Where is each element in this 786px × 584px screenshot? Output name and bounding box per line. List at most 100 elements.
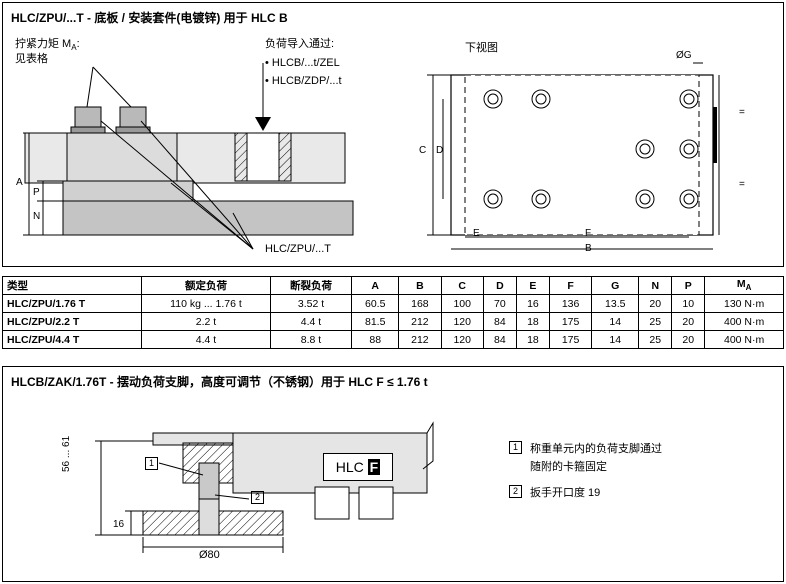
load-item-2: • HLCB/ZDP/...t [265,75,342,87]
table-cell: 20 [671,330,706,349]
mounting-hole-inner [683,93,695,105]
bolt-head-2 [119,106,147,130]
mounting-hole-inner [487,193,499,205]
table-cell: 120 [440,330,484,349]
note-2: 2 扳手开口度 19 [509,483,662,501]
table-cell: 110 kg ... 1.76 t [141,294,271,313]
table-cell: 212 [398,330,442,349]
dim-equal-2: = [739,179,745,190]
note-2-line-1: 扳手开口度 19 [530,487,601,499]
note-1-marker: 1 [509,441,522,455]
table-cell: 175 [548,312,593,331]
note-1-line-1: 称重单元内的负荷支脚通过 [530,443,662,455]
table-cell: 60.5 [351,294,400,313]
dim-equal-1: = [739,107,745,118]
load-arrow [255,117,271,131]
table-cell: 400 N·m [704,312,784,331]
table-cell: 84 [482,330,517,349]
dim-height: 56 ... 61 [61,435,72,472]
mounting-hole [679,139,699,159]
mounting-hole [679,189,699,209]
col-rated-load: 额定负荷 [141,276,271,295]
table-cell: 175 [548,330,593,349]
table-cell: 20 [671,312,706,331]
dim-f: F [585,228,592,239]
table-cell: 25 [638,312,673,331]
top-view-drawing [427,62,720,250]
hlc-f-badge: HLC F [323,453,393,481]
col-n: N [638,276,673,295]
dim-a: A [16,177,23,188]
part-label: HLC/ZPU/...T [265,243,332,255]
load-intro-label: 负荷导入通过: [265,38,335,50]
col-f: F [548,276,593,295]
base-plate [62,200,354,236]
table-cell: 81.5 [351,312,400,331]
mounting-holes [483,89,699,209]
table-cell: 13.5 [591,294,640,313]
table-cell: HLC/ZPU/1.76 T [1,294,143,313]
torque-label: 拧紧力矩 MA: [15,38,80,53]
table-cell: 18 [515,312,550,331]
col-g: G [591,276,640,295]
table-cell: 18 [515,330,550,349]
bottom-panel-title: HLCB/ZAK/1.76T - 摆动负荷支脚，高度可调节（不锈钢）用于 HLC… [11,375,428,389]
spec-table: 类型 额定负荷 断裂负荷 A B C D E F G N P MA HLC/ZP… [1,276,784,349]
table-cell: 84 [482,312,517,331]
marker-1: 1 [145,457,158,470]
table-cell: 14 [591,330,640,349]
bottom-drawing-panel: HLCB/ZAK/1.76T - 摆动负荷支脚，高度可调节（不锈钢）用于 HLC… [2,366,784,582]
mounting-hole [531,189,551,209]
table-cell: 3.52 t [269,294,353,313]
table-cell: HLC/ZPU/4.4 T [1,330,143,349]
col-break-load: 断裂负荷 [269,276,353,295]
mounting-hole-inner [535,193,547,205]
base-plate-upper [62,180,194,202]
dim-c: C [419,145,427,156]
mounting-hole [635,189,655,209]
bolt-head-1 [74,106,102,130]
table-cell: 120 [440,312,484,331]
mounting-hole-inner [683,143,695,155]
mounting-hole [679,89,699,109]
table-cell: HLC/ZPU/2.2 T [1,312,143,331]
table-cell: 4.4 t [269,312,353,331]
dim-b: B [585,243,592,254]
note-2-marker: 2 [509,485,522,499]
dim-diameter: Ø80 [199,549,220,561]
table-header-row: 类型 额定负荷 断裂负荷 A B C D E F G N P MA [1,276,784,295]
table-cell: 70 [482,294,517,313]
table-cell: 8.8 t [269,330,353,349]
mounting-hole-inner [487,93,499,105]
dim-e: E [473,228,480,239]
dim-g: ØG [676,50,692,61]
table-cell: 88 [351,330,400,349]
table-cell: 20 [638,294,673,313]
dim-n: N [33,211,41,222]
mounting-hole-inner [639,193,651,205]
dim-d: D [436,145,444,156]
top-panel-title: HLC/ZPU/...T - 底板 / 安装套件(电镀锌) 用于 HLC B [11,11,288,25]
mounting-hole [483,189,503,209]
marker-2: 2 [251,491,264,504]
mounting-hole-inner [639,143,651,155]
col-p: P [671,276,706,295]
table-cell: 14 [591,312,640,331]
col-c: C [440,276,484,295]
table-cell: 168 [398,294,442,313]
table-cell: 25 [638,330,673,349]
mounting-hole [531,89,551,109]
dim-p: P [33,187,40,198]
mount-block-1 [314,486,350,520]
table-cell: 16 [515,294,550,313]
load-item-1: • HLCB/...t/ZEL [265,57,340,69]
table-cell: 100 [440,294,484,313]
table-cell: 2.2 t [141,312,271,331]
col-e: E [515,276,550,295]
table-cell: 10 [671,294,706,313]
